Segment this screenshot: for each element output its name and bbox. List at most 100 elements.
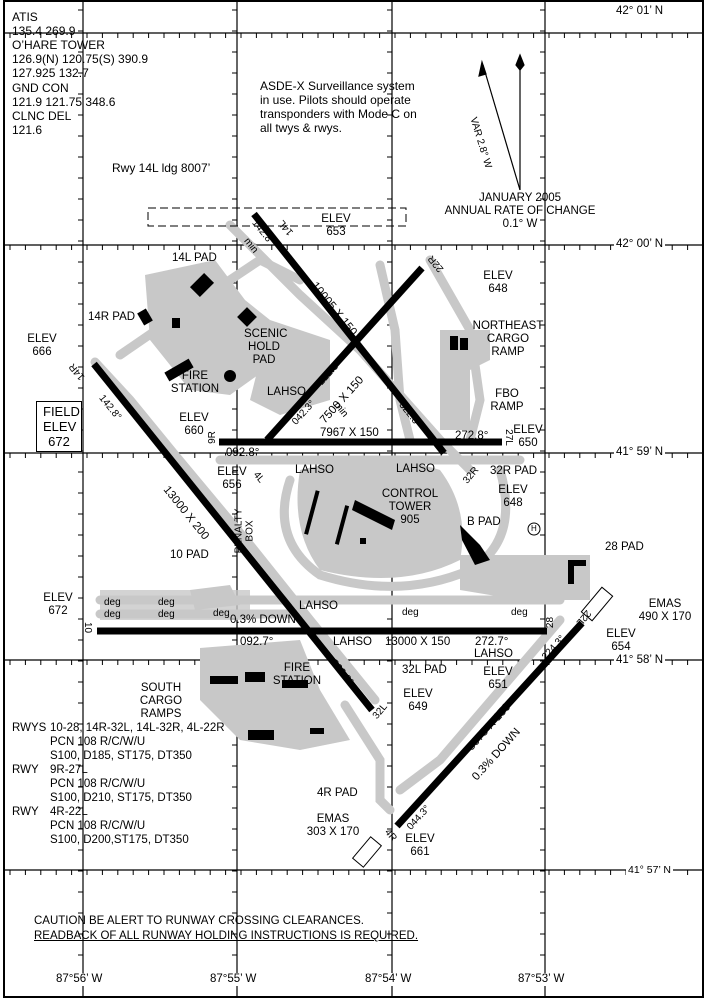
asde-line: all twys & rwys. (260, 121, 343, 135)
lon-label: 87°53’ W (518, 973, 565, 986)
magnetic-date: JANUARY 2005 (478, 192, 562, 204)
field-elev-label: ELEV (43, 419, 77, 434)
asde-line: ASDE-X Surveillance system (260, 79, 415, 93)
pcn-value: PCN 108 R/C/W/U (50, 778, 146, 790)
runway-10-hold-area (100, 590, 250, 620)
rwy-end-28: 28 (545, 616, 557, 629)
control-tower-building (360, 538, 366, 544)
deg-marker: deg (104, 597, 121, 608)
heliport-icon (527, 522, 541, 536)
building (460, 338, 468, 350)
rwy14l-landing-note: Rwy 14L ldg 8007’ (112, 161, 211, 175)
buildings (137, 272, 586, 740)
tower-freq-2: 127.925 132.7 (12, 66, 89, 80)
lahso-label: LAHSO (333, 636, 372, 648)
lon-label: 87°56’ W (56, 973, 103, 986)
hdg-28: 272.7° (475, 636, 509, 648)
fire-station-building (224, 370, 236, 382)
lahso-label: LAHSO (295, 464, 334, 476)
cargo-building (310, 728, 324, 734)
heliport-label: H (531, 524, 537, 533)
cargo-building (282, 680, 308, 688)
pad-32r-label: 32R PAD (490, 465, 538, 477)
atis-label: ATIS (12, 10, 38, 24)
tower-label: O’HARE TOWER (12, 38, 105, 52)
runway-9r-dims: 7967 X 150 (320, 427, 379, 439)
b-pad-building (460, 525, 490, 565)
pad-10-label: 10 PAD (170, 549, 209, 561)
pcn-runways: 9R-27L (50, 764, 88, 776)
pcn-runways: 10-28, 14R-32L, 14L-32R, 4L-22R (50, 722, 225, 734)
lon-label: 87°55’ W (210, 973, 257, 986)
cargo-building (245, 672, 265, 682)
pad-14l-label: 14L PAD (172, 252, 217, 264)
pcn-strength: S100, D210, ST175, DT350 (50, 792, 192, 804)
building (137, 308, 153, 326)
readback-note: READBACK OF ALL RUNWAY HOLDING INSTRUCTI… (34, 930, 419, 942)
lat-label: 41° 58’ N (614, 654, 666, 667)
caution-note: CAUTION BE ALERT TO RUNWAY CROSSING CLEA… (34, 915, 364, 927)
runway-14l-32r (251, 211, 447, 456)
pcn-value: PCN 108 R/C/W/U (50, 820, 146, 832)
pcn-strength: S100, D200,ST175, DT350 (50, 834, 189, 846)
east-ramp (460, 555, 590, 600)
taxiway-4r (340, 700, 395, 815)
tower-freq: 126.9(N) 120.75(S) 390.9 (12, 52, 149, 66)
lat-label: 41° 59’ N (614, 446, 666, 459)
field-elevation-box: FIELD ELEV 672 (36, 401, 82, 452)
lahso-label: LAHSO (267, 386, 306, 398)
lat-lon-grid (4, 1, 703, 997)
pad-4r-label: 4R PAD (317, 787, 358, 799)
emas-22l (580, 586, 614, 622)
hdg-10: 092.7° (240, 636, 274, 648)
deg-marker: deg (511, 607, 528, 618)
atis-freq: 135.4 269.9 (12, 24, 76, 38)
hdg-9r: 092.8° (226, 447, 260, 459)
concourse (304, 490, 320, 535)
pad-28-label: 28 PAD (605, 541, 644, 553)
field-elev-label: FIELD (43, 404, 80, 419)
magnetic-north-icon (478, 59, 487, 77)
asde-line: in use. Pilots should operate (260, 93, 411, 107)
building (172, 318, 180, 328)
terminal-building (352, 500, 395, 530)
gnd-label: GND CON (12, 81, 69, 95)
cargo-building (248, 730, 274, 740)
slope-10: 0.3% DOWN (230, 614, 296, 626)
south-cargo-ramps-area (200, 640, 350, 750)
pcn-prefix: RWY (12, 806, 39, 818)
annual-rate-label: ANNUAL RATE OF CHANGE (444, 205, 596, 217)
runway-4l-22r (264, 265, 425, 443)
runways (91, 211, 585, 829)
lat-label: 42° 00’ N (614, 238, 666, 251)
magnetic-north-line (482, 64, 521, 191)
cargo-building (210, 676, 238, 684)
lat-label: 42° 01’ N (614, 5, 666, 18)
construction-area (147, 207, 407, 227)
deg-marker: deg (104, 609, 121, 620)
pad-32l-label: 32L PAD (402, 664, 447, 676)
pcn-prefix: RWY (12, 764, 39, 776)
clnc-label: CLNC DEL (12, 109, 72, 123)
building (568, 560, 574, 584)
pad-14r-label: 14R PAD (88, 311, 136, 323)
pcn-value: PCN 108 R/C/W/U (50, 736, 146, 748)
runway-4r-22l (394, 620, 585, 829)
building (164, 358, 194, 382)
building (237, 307, 257, 327)
building (568, 560, 586, 566)
lon-label: 87°54’ W (365, 973, 412, 986)
